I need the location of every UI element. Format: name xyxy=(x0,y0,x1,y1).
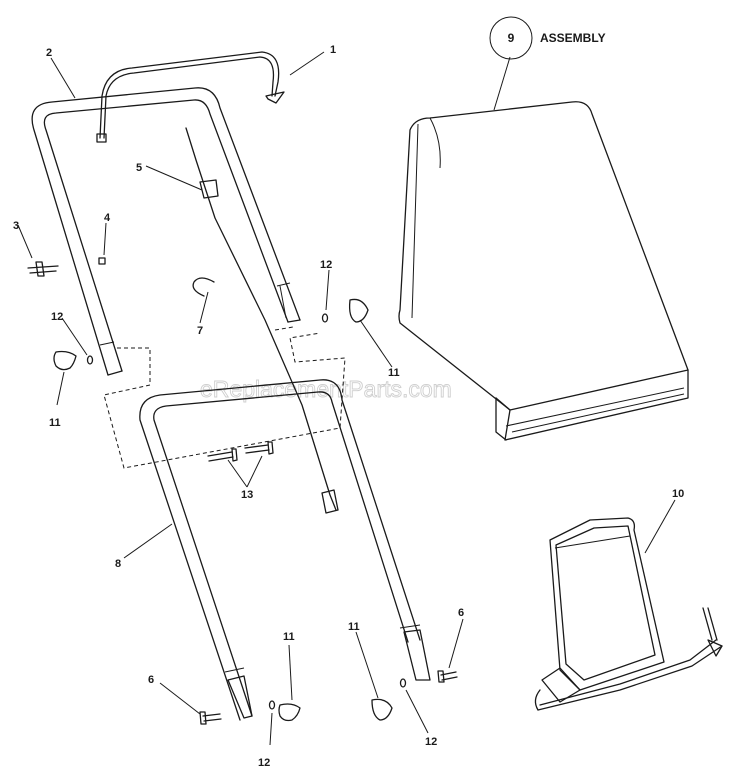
assembly-callout: 9 ASSEMBLY xyxy=(489,16,606,60)
assembly-text: ASSEMBLY xyxy=(540,31,606,45)
bag-frame xyxy=(534,517,723,711)
callout-13: 13 xyxy=(241,489,253,501)
callout-11-d: 11 xyxy=(348,621,360,633)
alignment-guides xyxy=(103,326,346,469)
callout-2: 2 xyxy=(46,47,52,59)
cable-clip xyxy=(27,261,59,277)
bolts xyxy=(199,670,458,725)
lower-handle xyxy=(139,379,431,721)
bail-wire xyxy=(96,51,285,143)
assembly-number: 9 xyxy=(508,31,515,45)
callout-11-a: 11 xyxy=(388,367,400,379)
callout-1: 1 xyxy=(330,44,336,56)
callout-12-b: 12 xyxy=(51,311,63,323)
callout-3: 3 xyxy=(13,220,19,232)
cable-tie xyxy=(192,277,215,297)
leader-lines xyxy=(17,51,676,746)
callout-6-a: 6 xyxy=(148,674,154,686)
callout-8: 8 xyxy=(115,558,121,570)
callout-10: 10 xyxy=(672,488,684,500)
control-cable xyxy=(185,127,339,514)
callout-6-b: 6 xyxy=(458,607,464,619)
callout-4: 4 xyxy=(104,212,111,224)
callout-11-b: 11 xyxy=(49,417,61,429)
callout-12-d: 12 xyxy=(425,736,437,748)
carriage-bolts xyxy=(207,441,274,462)
square-nut xyxy=(98,257,106,265)
callout-7: 7 xyxy=(197,325,203,337)
callout-11-c: 11 xyxy=(283,631,295,643)
callout-12-c: 12 xyxy=(258,757,270,769)
upper-handle xyxy=(31,87,301,376)
callout-5: 5 xyxy=(136,162,142,174)
wing-knobs xyxy=(53,298,393,722)
washers xyxy=(86,313,407,710)
callout-labels: 2 1 3 4 5 7 12 11 12 11 13 8 10 6 11 12 … xyxy=(13,44,684,769)
callout-12-a: 12 xyxy=(320,259,332,271)
grass-bag xyxy=(398,101,689,441)
assembly-circle xyxy=(489,16,533,60)
